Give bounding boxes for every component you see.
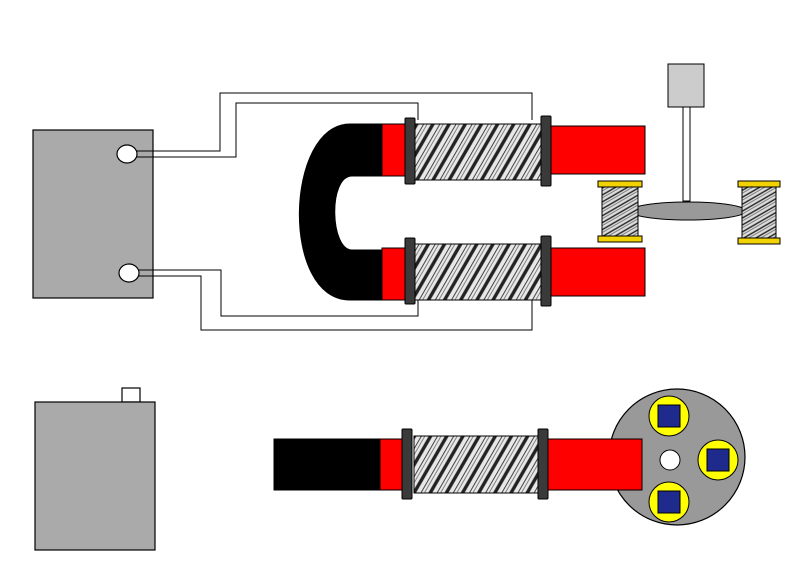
rotor-magnet-top — [648, 395, 690, 437]
spool-right-cap-bottom — [737, 237, 781, 245]
axle-sensor — [667, 63, 705, 202]
circuit-wires — [137, 92, 533, 331]
bar-coil-flange-right — [537, 428, 549, 500]
pole-bottom-left — [381, 247, 409, 301]
coil-bottom-flange-left — [404, 237, 416, 305]
bar-electromagnet — [273, 428, 643, 500]
battery-bottom-terminal — [121, 387, 141, 403]
rotor-hub — [659, 449, 681, 471]
battery-top-terminal-negative — [118, 263, 140, 283]
coil-bottom — [413, 243, 543, 301]
bar-pole-right — [547, 438, 643, 491]
spool-right-winding — [741, 185, 777, 239]
horseshoe-electromagnet — [298, 115, 646, 307]
pole-top-right — [547, 125, 646, 175]
wire-b-outer — [139, 269, 419, 317]
battery-top — [32, 129, 154, 299]
wire-a-outer — [137, 92, 533, 152]
rotor-disc — [608, 388, 746, 526]
small-spool-right — [737, 180, 781, 245]
rotor-magnet-bottom — [648, 481, 690, 523]
horseshoe-core — [298, 123, 383, 301]
coil-top-flange-right — [540, 115, 552, 187]
small-spool-left — [597, 180, 643, 243]
spindle-disc — [629, 201, 747, 221]
rotor-magnet-top-block — [657, 404, 681, 428]
rotor-magnet-right — [697, 439, 739, 481]
spool-assembly — [597, 180, 781, 245]
sensor-box — [667, 63, 705, 108]
spool-left-cap-top — [597, 180, 643, 188]
pole-top-left — [381, 123, 409, 177]
bar-core — [273, 438, 385, 491]
pole-bottom-right — [547, 247, 646, 297]
coil-bottom-flange-right — [540, 235, 552, 307]
bar-coil-flange-left — [401, 428, 413, 500]
battery-top-terminal-positive — [116, 144, 138, 164]
spool-left-cap-bottom — [597, 235, 643, 243]
bar-coil — [413, 435, 543, 494]
coil-top — [413, 123, 543, 181]
battery-bottom — [34, 387, 156, 551]
rotor-magnet-bottom-block — [657, 490, 681, 514]
spool-right-cap-top — [737, 180, 781, 188]
spool-left-winding — [601, 185, 639, 237]
sensor-rod — [682, 106, 691, 202]
rotor-magnet-right-block — [706, 448, 730, 472]
battery-bottom-body — [34, 401, 156, 551]
wire-a-inner — [137, 102, 419, 158]
wire-b-inner — [139, 275, 533, 331]
coil-top-flange-left — [404, 117, 416, 185]
